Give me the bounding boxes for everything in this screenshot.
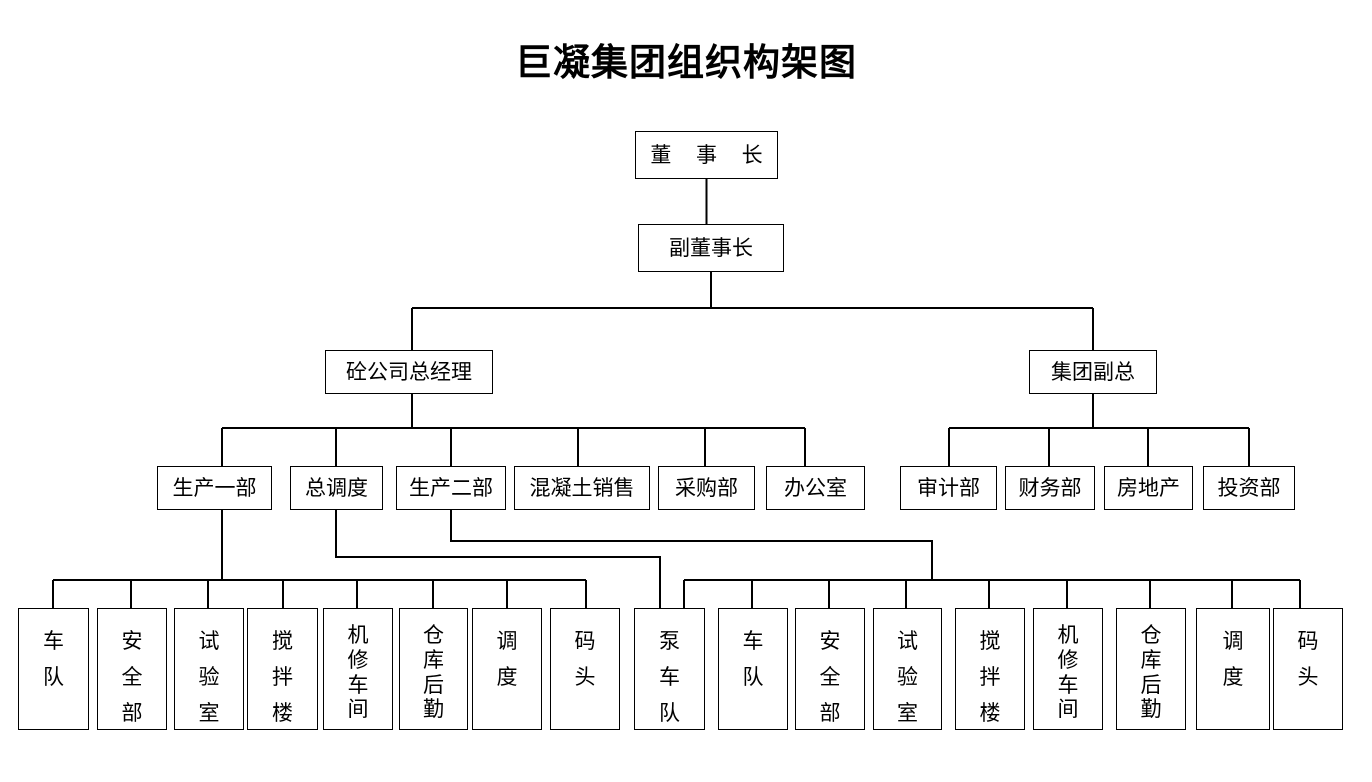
vertical-text: 调度 [496,629,518,690]
node-concrete-company-gm[interactable]: 砼公司总经理 [325,350,493,394]
node-finance-dept[interactable]: 财务部 [1005,466,1095,510]
node-production-dept-1[interactable]: 生产一部 [157,466,272,510]
vertical-text: 机修车间 [347,623,369,722]
node-left-dispatch[interactable]: 调度 [472,608,542,730]
vertical-text: 车队 [43,629,64,690]
node-concrete-sales[interactable]: 混凝土销售 [514,466,650,510]
node-left-safety-dept[interactable]: 安全部 [97,608,167,730]
vertical-text: 仓库后勤 [1140,623,1162,722]
node-left-dock[interactable]: 码头 [550,608,620,730]
node-left-mixing-plant[interactable]: 搅拌楼 [247,608,318,730]
vertical-text: 车队 [742,629,764,690]
node-investment-dept[interactable]: 投资部 [1203,466,1295,510]
node-group-vice-president[interactable]: 集团副总 [1029,350,1157,394]
node-office[interactable]: 办公室 [766,466,865,510]
node-right-laboratory[interactable]: 试验室 [873,608,942,730]
vertical-text: 安全部 [121,629,143,726]
vertical-text: 调度 [1222,629,1244,690]
vertical-text: 仓库后勤 [423,623,444,722]
vertical-text: 码头 [574,629,596,690]
node-purchasing-dept[interactable]: 采购部 [658,466,755,510]
vertical-text: 泵车队 [659,629,680,726]
node-left-warehouse-logistics[interactable]: 仓库后勤 [399,608,468,730]
node-vice-chairman[interactable]: 副董事长 [638,224,784,272]
node-right-fleet[interactable]: 车队 [718,608,788,730]
vertical-text: 搅拌楼 [979,629,1001,726]
vertical-text: 安全部 [819,629,841,726]
node-general-dispatch[interactable]: 总调度 [290,466,383,510]
node-left-repair-workshop[interactable]: 机修车间 [323,608,393,730]
vertical-text: 码头 [1297,629,1319,690]
edge-prod2-elbow [450,510,933,580]
node-real-estate[interactable]: 房地产 [1104,466,1193,510]
node-right-dock[interactable]: 码头 [1273,608,1343,730]
vertical-text: 搅拌楼 [272,629,293,726]
node-production-dept-2[interactable]: 生产二部 [396,466,506,510]
node-pump-truck-fleet[interactable]: 泵车队 [634,608,705,730]
node-left-laboratory[interactable]: 试验室 [174,608,244,730]
page-title: 巨凝集团组织构架图 [515,40,857,84]
node-chairman[interactable]: 董 事 长 [635,131,778,179]
node-left-fleet[interactable]: 车队 [18,608,89,730]
edge-dispatchmain-pumpfleet [335,510,661,608]
node-right-dispatch[interactable]: 调度 [1196,608,1270,730]
node-right-safety-dept[interactable]: 安全部 [795,608,865,730]
vertical-text: 机修车间 [1057,623,1079,722]
node-right-repair-workshop[interactable]: 机修车间 [1033,608,1103,730]
node-right-warehouse-logistics[interactable]: 仓库后勤 [1116,608,1186,730]
node-audit-dept[interactable]: 审计部 [900,466,997,510]
vertical-text: 试验室 [198,629,220,726]
node-right-mixing-plant[interactable]: 搅拌楼 [955,608,1025,730]
vertical-text: 试验室 [897,629,918,726]
